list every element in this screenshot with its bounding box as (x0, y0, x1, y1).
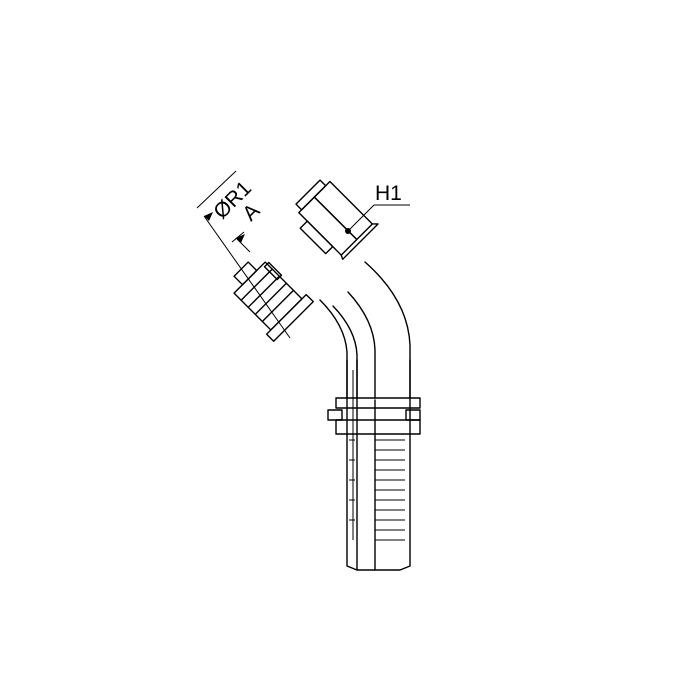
r1-extension-line (203, 215, 291, 339)
a-arrow (236, 234, 245, 243)
nut-flat-2 (298, 196, 358, 256)
seat-nose (233, 261, 314, 342)
dimension-R1: ØR1 (196, 170, 291, 339)
bend-inner-bore (332, 305, 358, 399)
swivel-nut (295, 179, 379, 261)
nose-tip (233, 261, 258, 286)
bend-outer-bore (347, 291, 376, 399)
h1-label: H1 (375, 182, 402, 205)
label-H1: H1 (347, 182, 410, 232)
a-leader (231, 231, 245, 243)
r1-leader (196, 170, 237, 209)
nut-chamfer (340, 223, 379, 261)
h1-leader (347, 204, 375, 232)
elbow-bend (319, 261, 411, 399)
collar (327, 397, 421, 435)
bend-outer-wall (364, 261, 411, 399)
oring-groove (263, 261, 283, 281)
collar-right-lug (405, 409, 421, 421)
collar-left-lug (327, 409, 343, 421)
r1-arrow (204, 212, 213, 221)
nut-flat-1 (313, 180, 374, 241)
nose-flange (265, 293, 314, 342)
collar-top (335, 397, 421, 409)
tail-outer-outline (346, 359, 411, 571)
tail-ridges (349, 439, 405, 541)
bend-inner-outer (319, 299, 348, 399)
collar-bottom (335, 419, 421, 435)
nut-back-face (295, 179, 327, 211)
nut-shoulder (299, 220, 334, 255)
